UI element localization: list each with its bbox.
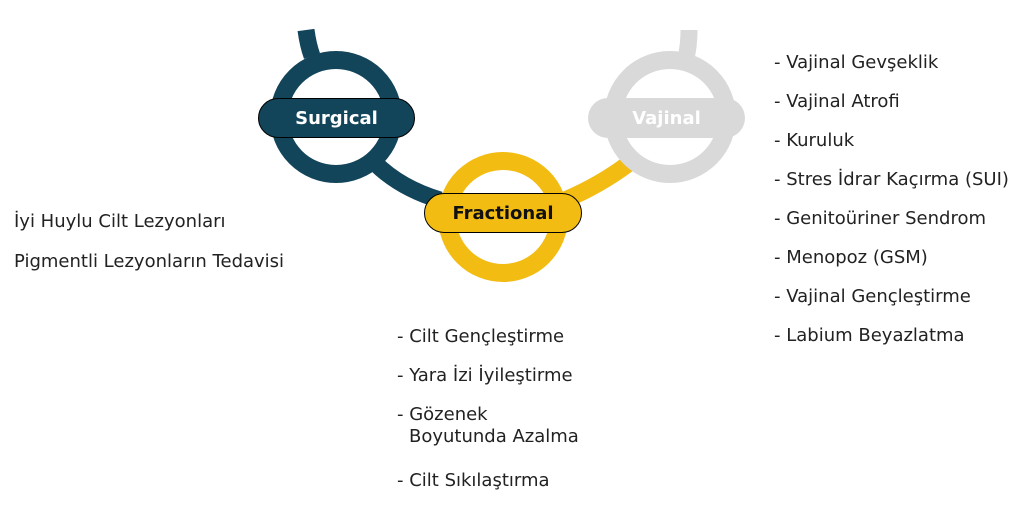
list-item: - Stres İdrar Kaçırma (SUI) [774,169,1009,190]
surgical-node: Surgical [258,98,415,138]
surgical-list: İyi Huylu Cilt Lezyonları Pigmentli Lezy… [14,211,284,291]
list-item: - Labium Beyazlatma [774,325,965,346]
surgical-label: Surgical [295,107,378,129]
list-item: İyi Huylu Cilt Lezyonları [14,211,226,232]
surgical-top-connector [297,28,321,59]
fractional-list: - Cilt Gençleştirme - Yara İzi İyileştir… [397,326,579,509]
fractional-node: Fractional [424,193,582,233]
list-item: - Genitoüriner Sendrom [774,208,987,229]
vajinal-node: Vajinal [588,98,745,138]
vajinal-label: Vajinal [632,107,701,129]
list-item: - Vajinal Gençleştirme [774,286,971,307]
list-item: - Cilt Gençleştirme [397,326,565,347]
list-item: - Vajinal Atrofi [774,91,900,112]
list-item: - Vajinal Gevşeklik [774,52,939,73]
list-item: - Menopoz (GSM) [774,247,928,268]
list-item: - Yara İzi İyileştirme [397,365,573,386]
list-item: - Kuruluk [774,130,855,151]
list-item: - Cilt Sıkılaştırma [397,470,550,491]
vajinal-list: - Vajinal Gevşeklik - Vajinal Atrofi - K… [774,52,1009,364]
fractional-vajinal-connector [561,157,634,208]
surgical-fractional-connector [368,156,443,209]
fractional-label: Fractional [452,202,554,224]
list-item: Pigmentli Lezyonların Tedavisi [14,251,285,272]
